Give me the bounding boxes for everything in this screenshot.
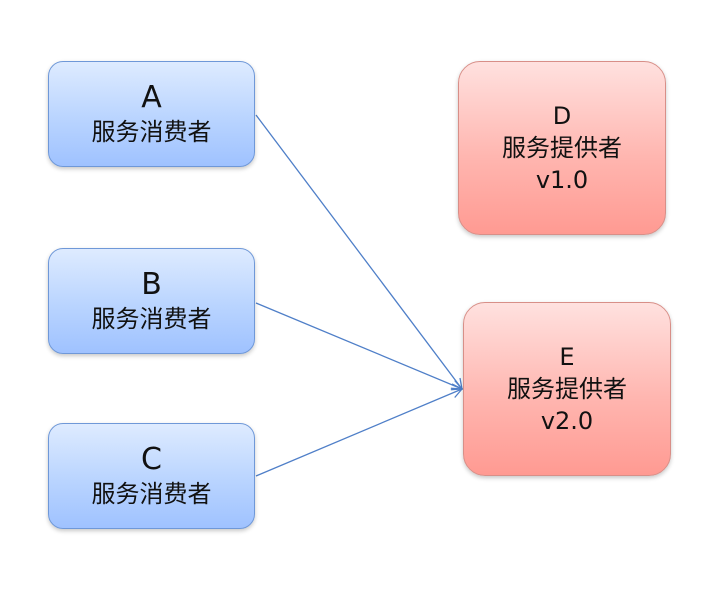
consumer-node-c: C 服务消费者 bbox=[48, 423, 255, 529]
provider-node-d: D 服务提供者 v1.0 bbox=[458, 61, 666, 235]
node-id-label: C bbox=[141, 442, 162, 477]
consumer-node-a: A 服务消费者 bbox=[48, 61, 255, 167]
node-version-label: v1.0 bbox=[535, 166, 589, 194]
node-id-label: A bbox=[141, 80, 162, 115]
node-id-label: D bbox=[552, 102, 572, 130]
node-id-label: B bbox=[141, 267, 162, 302]
edge-b-to-e bbox=[255, 302, 462, 389]
consumer-node-b: B 服务消费者 bbox=[48, 248, 255, 354]
node-id-label: E bbox=[559, 343, 575, 371]
edge-a-to-e bbox=[255, 114, 462, 389]
provider-node-e: E 服务提供者 v2.0 bbox=[463, 302, 671, 476]
node-role-label: 服务消费者 bbox=[91, 480, 212, 508]
node-role-label: 服务消费者 bbox=[91, 305, 212, 333]
node-role-label: 服务提供者 bbox=[507, 375, 627, 403]
edge-c-to-e bbox=[255, 389, 462, 477]
node-version-label: v2.0 bbox=[540, 407, 594, 435]
node-role-label: 服务提供者 bbox=[502, 134, 622, 162]
node-role-label: 服务消费者 bbox=[91, 118, 212, 146]
